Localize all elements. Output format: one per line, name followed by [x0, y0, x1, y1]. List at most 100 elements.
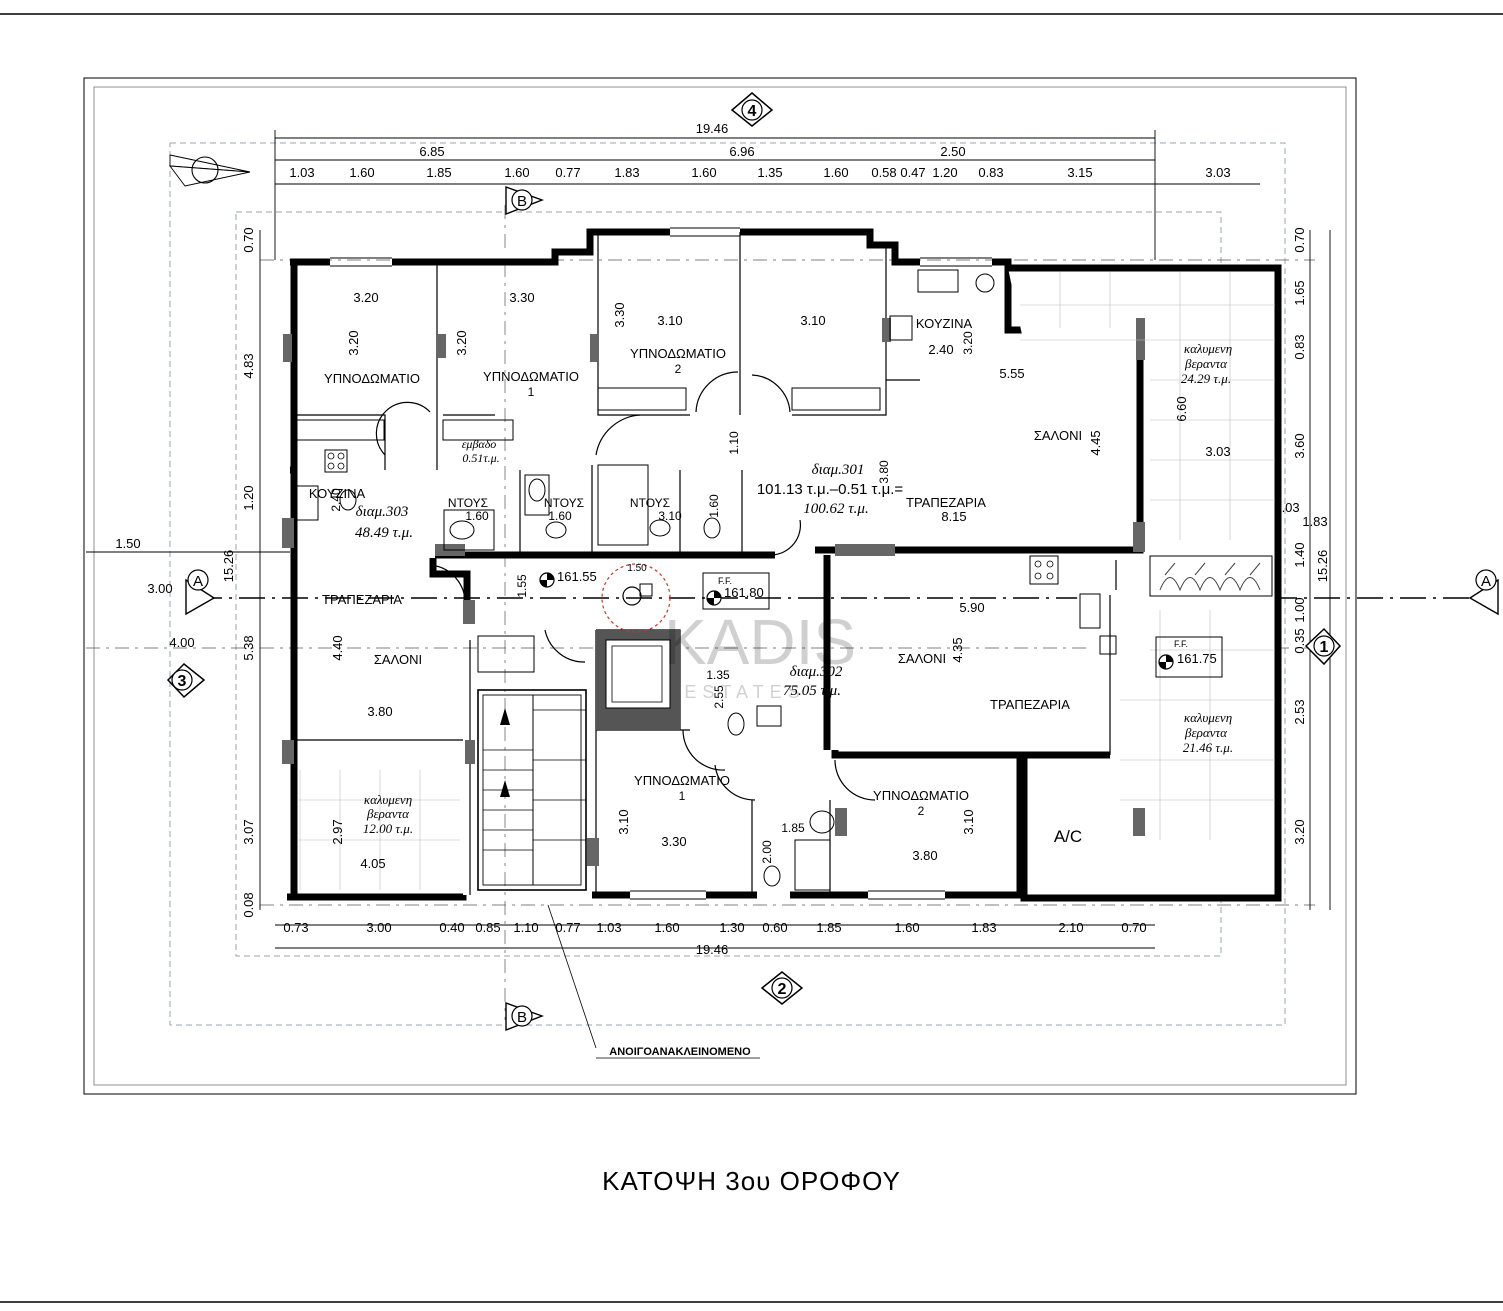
dim-right-seg: 1.40	[1292, 542, 1307, 567]
dim-top-seg: 0.58	[871, 165, 896, 180]
apartment-area: 48.49 τ.μ.	[355, 525, 413, 541]
room-name: ΥΠΝΟΔΩΜΑΤΙΟ	[630, 346, 726, 361]
dim-label: 6.60	[1174, 396, 1189, 421]
svg-text:161.55: 161.55	[557, 569, 597, 584]
axis-marker-4: 4	[730, 92, 774, 127]
dim-bottom-seg: 0.60	[762, 920, 787, 935]
windows	[287, 227, 992, 900]
room-name: ΤΡΑΠΕΖΑΡΙΑ	[990, 697, 1070, 712]
room-number: 2	[675, 362, 682, 376]
svg-text:3: 3	[178, 673, 187, 690]
dim-bottom-seg: 0.77	[555, 920, 580, 935]
room-name: ΝΤΟΥΣ	[630, 496, 670, 510]
room-name: ΥΠΝΟΔΩΜΑΤΙΟ	[483, 369, 579, 384]
dim-left-seg: 4.00	[169, 635, 194, 650]
watermark-logo: KADIS ESTATES	[664, 606, 856, 702]
opening-note: ΑΝΟΙΓΟΑΝΑΚΛΕΙΝΟΜΕΝΟ	[609, 1046, 751, 1058]
dim-label: 1.60	[548, 509, 572, 523]
svg-text:KADIS: KADIS	[664, 606, 856, 678]
room-name: ΤΡΑΠΕΖΑΡΙΑ	[322, 592, 402, 607]
room-name: ΚΟΥΖΙΝΑ	[916, 316, 973, 331]
dim-top-seg: 1.03	[289, 165, 314, 180]
svg-text:F.F.: F.F.	[1174, 639, 1188, 649]
veranda-area: 12.00 τ.μ.	[363, 821, 413, 836]
left-dimensions: 0.70 4.83 1.20 15.26 5.38 3.07 0.08 1.50…	[115, 227, 256, 917]
section-marker-A-right: A	[1468, 569, 1499, 616]
veranda-label: καλυμενη	[364, 792, 412, 807]
storage-label: εμβαδο	[462, 437, 497, 451]
dim-label: 1.10	[727, 431, 741, 455]
veranda-label: καλυμενη	[1184, 341, 1232, 356]
room-name: ΝΤΟΥΣ	[448, 496, 488, 510]
kitchen-fixtures	[295, 269, 1117, 655]
apartment-number: διαμ.302	[790, 664, 843, 680]
dim-label: 1.55	[515, 574, 529, 598]
door-swings	[375, 371, 876, 801]
room-name: ΣΑΛΟΝΙ	[1034, 428, 1082, 443]
dim-label: 2.97	[330, 819, 345, 844]
section-marker-B-bottom: B	[505, 1002, 544, 1032]
apartment-number: διαμ.301	[812, 462, 865, 478]
dim-top-seg: 1.35	[757, 165, 782, 180]
dim-left-seg: 5.38	[241, 635, 256, 660]
dim-left-seg: 1.50	[115, 536, 140, 551]
dim-label: 3.80	[912, 848, 937, 863]
room-name: ΥΠΝΟΔΩΜΑΤΙΟ	[634, 773, 730, 788]
room-name: ΝΤΟΥΣ	[544, 496, 584, 510]
dim-label: 3.10	[616, 809, 631, 834]
dim-label: 1.60	[707, 494, 721, 518]
svg-text:F.F.: F.F.	[718, 576, 732, 586]
room-name: ΥΠΝΟΔΩΜΑΤΙΟ	[324, 371, 420, 386]
dim-right-seg: 1.83	[1302, 514, 1327, 529]
wardrobes	[293, 387, 881, 441]
dim-label: 2.40	[928, 342, 953, 357]
room-name: ΥΠΝΟΔΩΜΑΤΙΟ	[873, 788, 969, 803]
staircase	[477, 635, 587, 891]
dim-label: 3.10	[800, 313, 825, 328]
dim-label: 1.60	[465, 509, 489, 523]
svg-text:A: A	[1481, 573, 1491, 590]
dim-label: 2.00	[760, 840, 774, 864]
room-name: ΤΡΑΠΕΖΑΡΙΑ	[906, 495, 986, 510]
dim-left-seg: 3.07	[241, 819, 256, 844]
note-leader	[547, 904, 597, 1049]
dim-label: 5.90	[959, 600, 984, 615]
dim-label: 1.35	[706, 668, 730, 682]
axis-marker-3: 3	[166, 662, 206, 699]
dim-label: 3.20	[353, 290, 378, 305]
veranda-label: βεραντα	[366, 806, 410, 821]
dim-right-seg: 1.65	[1292, 280, 1307, 305]
dim-label: 1.50	[627, 563, 647, 574]
dim-bottom-seg: 1.10	[513, 920, 538, 935]
dim-label: 1.85	[781, 821, 805, 835]
dim-label: 4.40	[330, 635, 345, 660]
svg-text:ESTATES: ESTATES	[684, 682, 805, 702]
dim-left-seg: 3.00	[147, 581, 172, 596]
dim-label: 3.80	[367, 704, 392, 719]
veranda-tiles	[297, 272, 1275, 890]
dim-left-seg: 0.08	[241, 892, 256, 917]
dim-label: 3.20	[961, 331, 975, 355]
dim-label: 3.20	[454, 330, 469, 355]
svg-text:2: 2	[778, 981, 787, 998]
top-dimensions: 19.46 6.85 6.96 2.50 1.03 1.60 1.85 1.60…	[289, 121, 1230, 180]
hatch-opening-detail	[601, 563, 671, 633]
dim-label: 3.20	[346, 330, 361, 355]
apt-301-labels: 3.30 3.20 ΥΠΝΟΔΩΜΑΤΙΟ 1 3.30 3.10 ΥΠΝΟΔΩ…	[454, 290, 1232, 524]
dim-top-seg: 6.85	[419, 144, 444, 159]
dim-label: 3.10	[657, 313, 682, 328]
dim-bottom-overall: 19.46	[696, 942, 729, 957]
apartment-number: διαμ.303	[356, 504, 409, 520]
svg-text:B: B	[517, 1009, 527, 1026]
dim-top-seg: 1.60	[349, 165, 374, 180]
dim-bottom-seg: 0.40	[439, 920, 464, 935]
room-number: 1	[528, 385, 535, 399]
dim-right-seg: 15.26	[1315, 550, 1330, 583]
dim-label: 4.45	[1088, 430, 1103, 455]
dim-top-seg: 1.83	[614, 165, 639, 180]
dim-right-seg: 2.53	[1292, 699, 1307, 724]
apt-302-labels: 5.90 ΣΑΛΟΝΙ 4.35 διαμ.302 75.05 τ.μ. ΤΡΑ…	[616, 600, 1233, 864]
dim-top-seg: 0.83	[978, 165, 1003, 180]
veranda-label: βεραντα	[1184, 725, 1228, 740]
